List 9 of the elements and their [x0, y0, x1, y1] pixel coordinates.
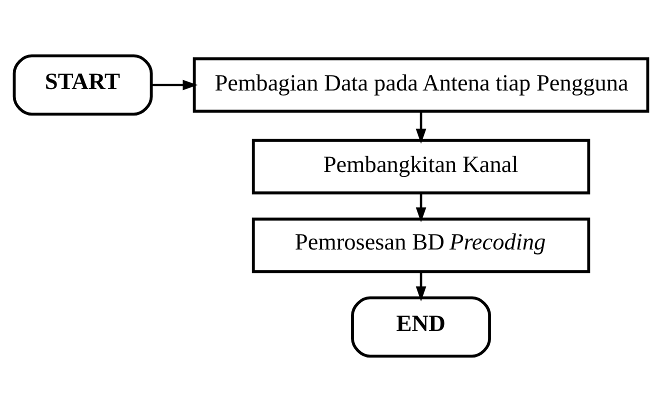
- node-box: Pembagian Data pada Antena tiap Pengguna: [192, 56, 650, 112]
- arrow: [416, 192, 426, 222]
- node-box: START: [12, 54, 153, 116]
- node-box: END: [351, 296, 491, 358]
- arrow: [416, 110, 426, 144]
- node-box: Pembangkitan Kanal: [252, 138, 590, 194]
- arrow: [151, 79, 198, 90]
- node-box: Pemrosesan BD Precoding: [252, 217, 590, 273]
- arrow: [416, 271, 426, 301]
